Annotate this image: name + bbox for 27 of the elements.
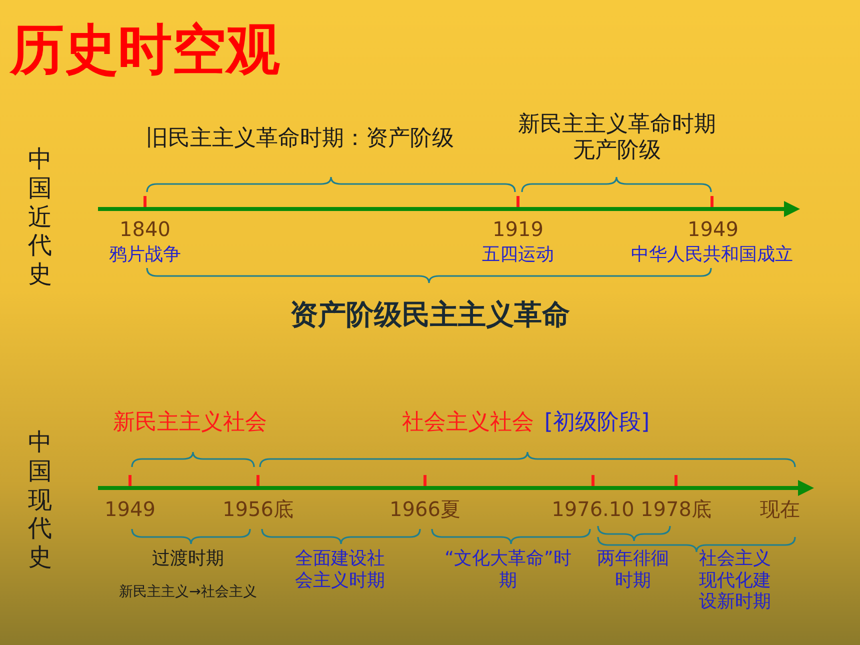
period-label: 两年徘徊时期 xyxy=(596,548,670,592)
period-label: “文化大革命”时期 xyxy=(444,548,572,592)
stage-label: [初级阶段] xyxy=(543,410,651,436)
society-label: 社会主义社会 xyxy=(401,410,535,436)
year-label: 1919 xyxy=(492,217,544,241)
society-label: 新民主主义社会 xyxy=(112,410,268,436)
year-label: 1840 xyxy=(118,217,172,241)
year-label: 现在 xyxy=(759,497,801,521)
year-label: 1966夏 xyxy=(388,497,462,521)
year-label: 1978底 xyxy=(640,497,712,521)
period-label: 全面建设社会主义时期 xyxy=(294,548,386,592)
period-label: 社会主义现代化建设新时期 xyxy=(698,548,772,613)
period-label: 过渡时期 xyxy=(151,548,225,570)
summary-label: 资产阶级民主主义革命 xyxy=(289,298,571,332)
event-label: 鸦片战争 xyxy=(108,244,182,266)
transition-note: 新民主主义→社会主义 xyxy=(118,584,258,601)
year-label: 1976.10 xyxy=(551,497,635,521)
event-label: 中华人民共和国成立 xyxy=(630,244,794,266)
event-label: 五四运动 xyxy=(481,244,555,266)
year-label: 1949 xyxy=(104,497,156,521)
vertical-heading: 中国现代史 xyxy=(26,428,53,572)
period-label: 新民主主义革命时期无产阶级 xyxy=(516,112,717,165)
year-label: 1956底 xyxy=(222,497,294,521)
period-label: 旧民主主义革命时期：资产阶级 xyxy=(145,126,455,152)
year-label: 1949 xyxy=(686,217,740,241)
title: 历史时空观 xyxy=(10,17,280,83)
vertical-heading: 中国近代史 xyxy=(26,145,53,289)
